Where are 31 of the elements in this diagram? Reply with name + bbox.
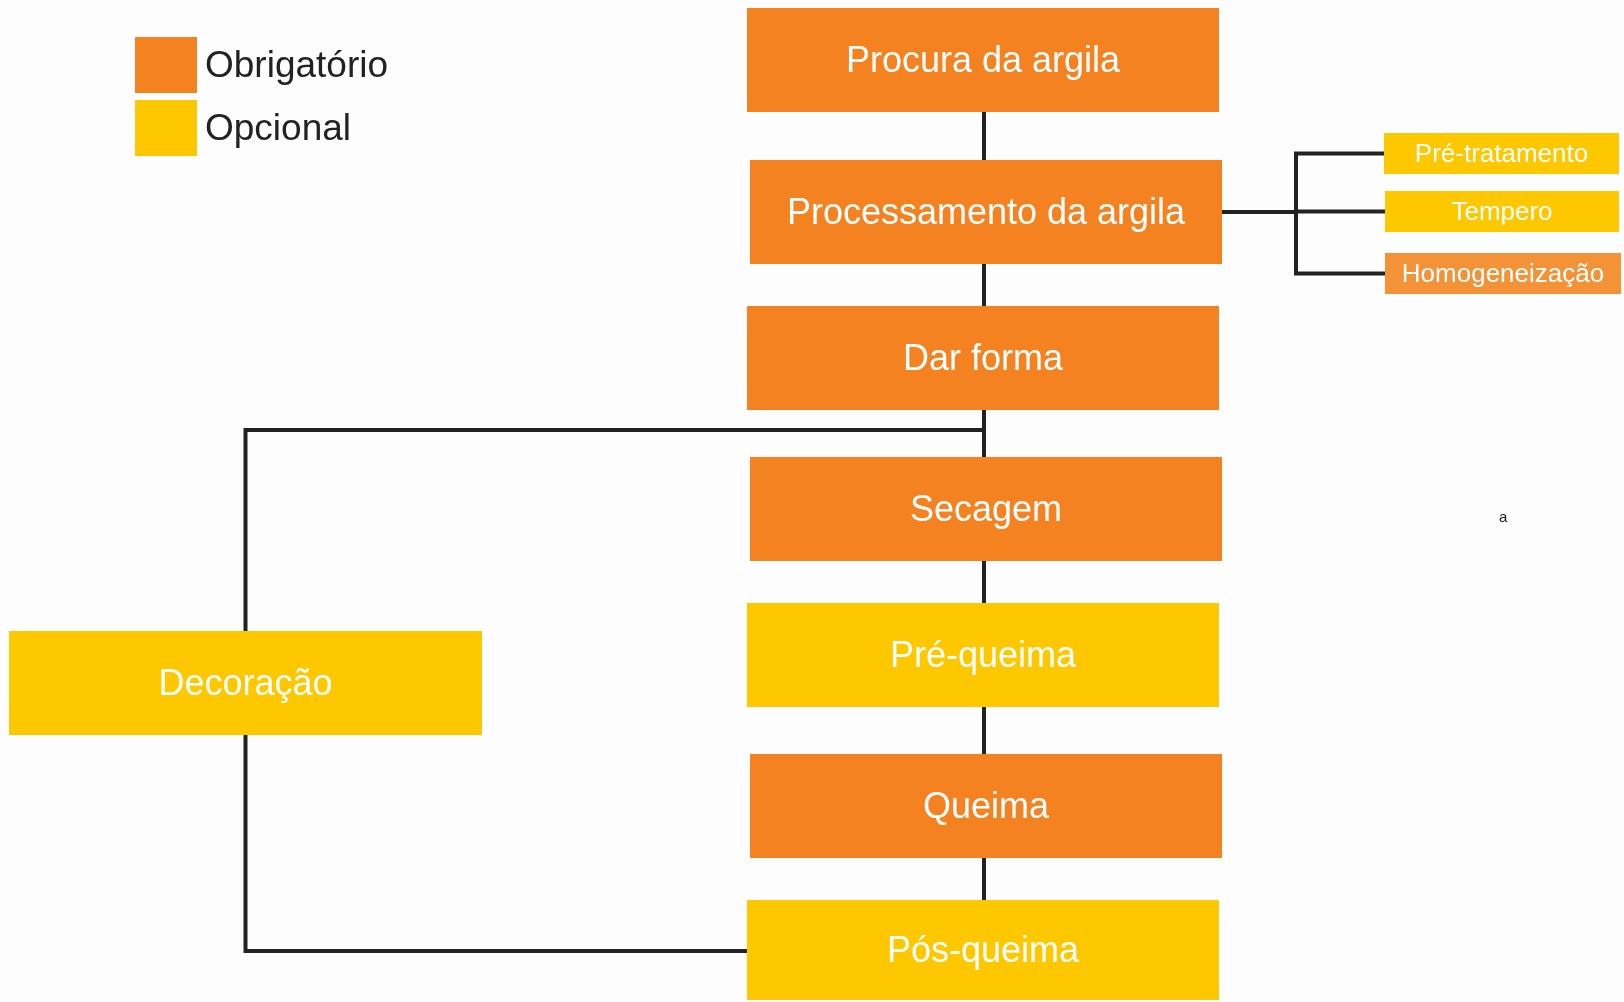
- process-box: [747, 900, 1219, 1000]
- step-label: Homogeneização: [1401, 258, 1605, 289]
- note-text: a: [1499, 508, 1508, 525]
- legend-label: Obrigatório: [205, 44, 389, 86]
- process-box: [9, 631, 482, 735]
- process-box: [747, 603, 1219, 707]
- process-box: [1384, 133, 1619, 174]
- process-box: [750, 457, 1222, 561]
- process-box: [1385, 191, 1619, 232]
- connector-line: [982, 561, 986, 603]
- legend-label: Opcional: [205, 107, 352, 149]
- step-label: Queima: [922, 785, 1050, 827]
- step-label: Processamento da argila: [786, 191, 1186, 233]
- step-label: Procura da argila: [845, 39, 1121, 81]
- step-label: Pós-queima: [886, 929, 1080, 971]
- process-box: [750, 754, 1222, 858]
- process-box: [747, 8, 1219, 112]
- process-box: [750, 160, 1222, 264]
- step-label: Tempero: [1451, 196, 1553, 227]
- process-box: [747, 306, 1219, 410]
- step-label: Pré-queima: [889, 634, 1077, 676]
- connector-line: [982, 858, 986, 900]
- step-label: Decoração: [158, 662, 333, 704]
- step-label: Dar forma: [903, 337, 1063, 379]
- connector-line: [982, 707, 986, 754]
- connector-line: [243, 735, 747, 953]
- connector-line: [982, 112, 986, 160]
- step-label: Pré-tratamento: [1414, 138, 1589, 169]
- step-label: Secagem: [909, 488, 1063, 530]
- connector-line: [982, 264, 986, 306]
- process-box: [1385, 253, 1621, 294]
